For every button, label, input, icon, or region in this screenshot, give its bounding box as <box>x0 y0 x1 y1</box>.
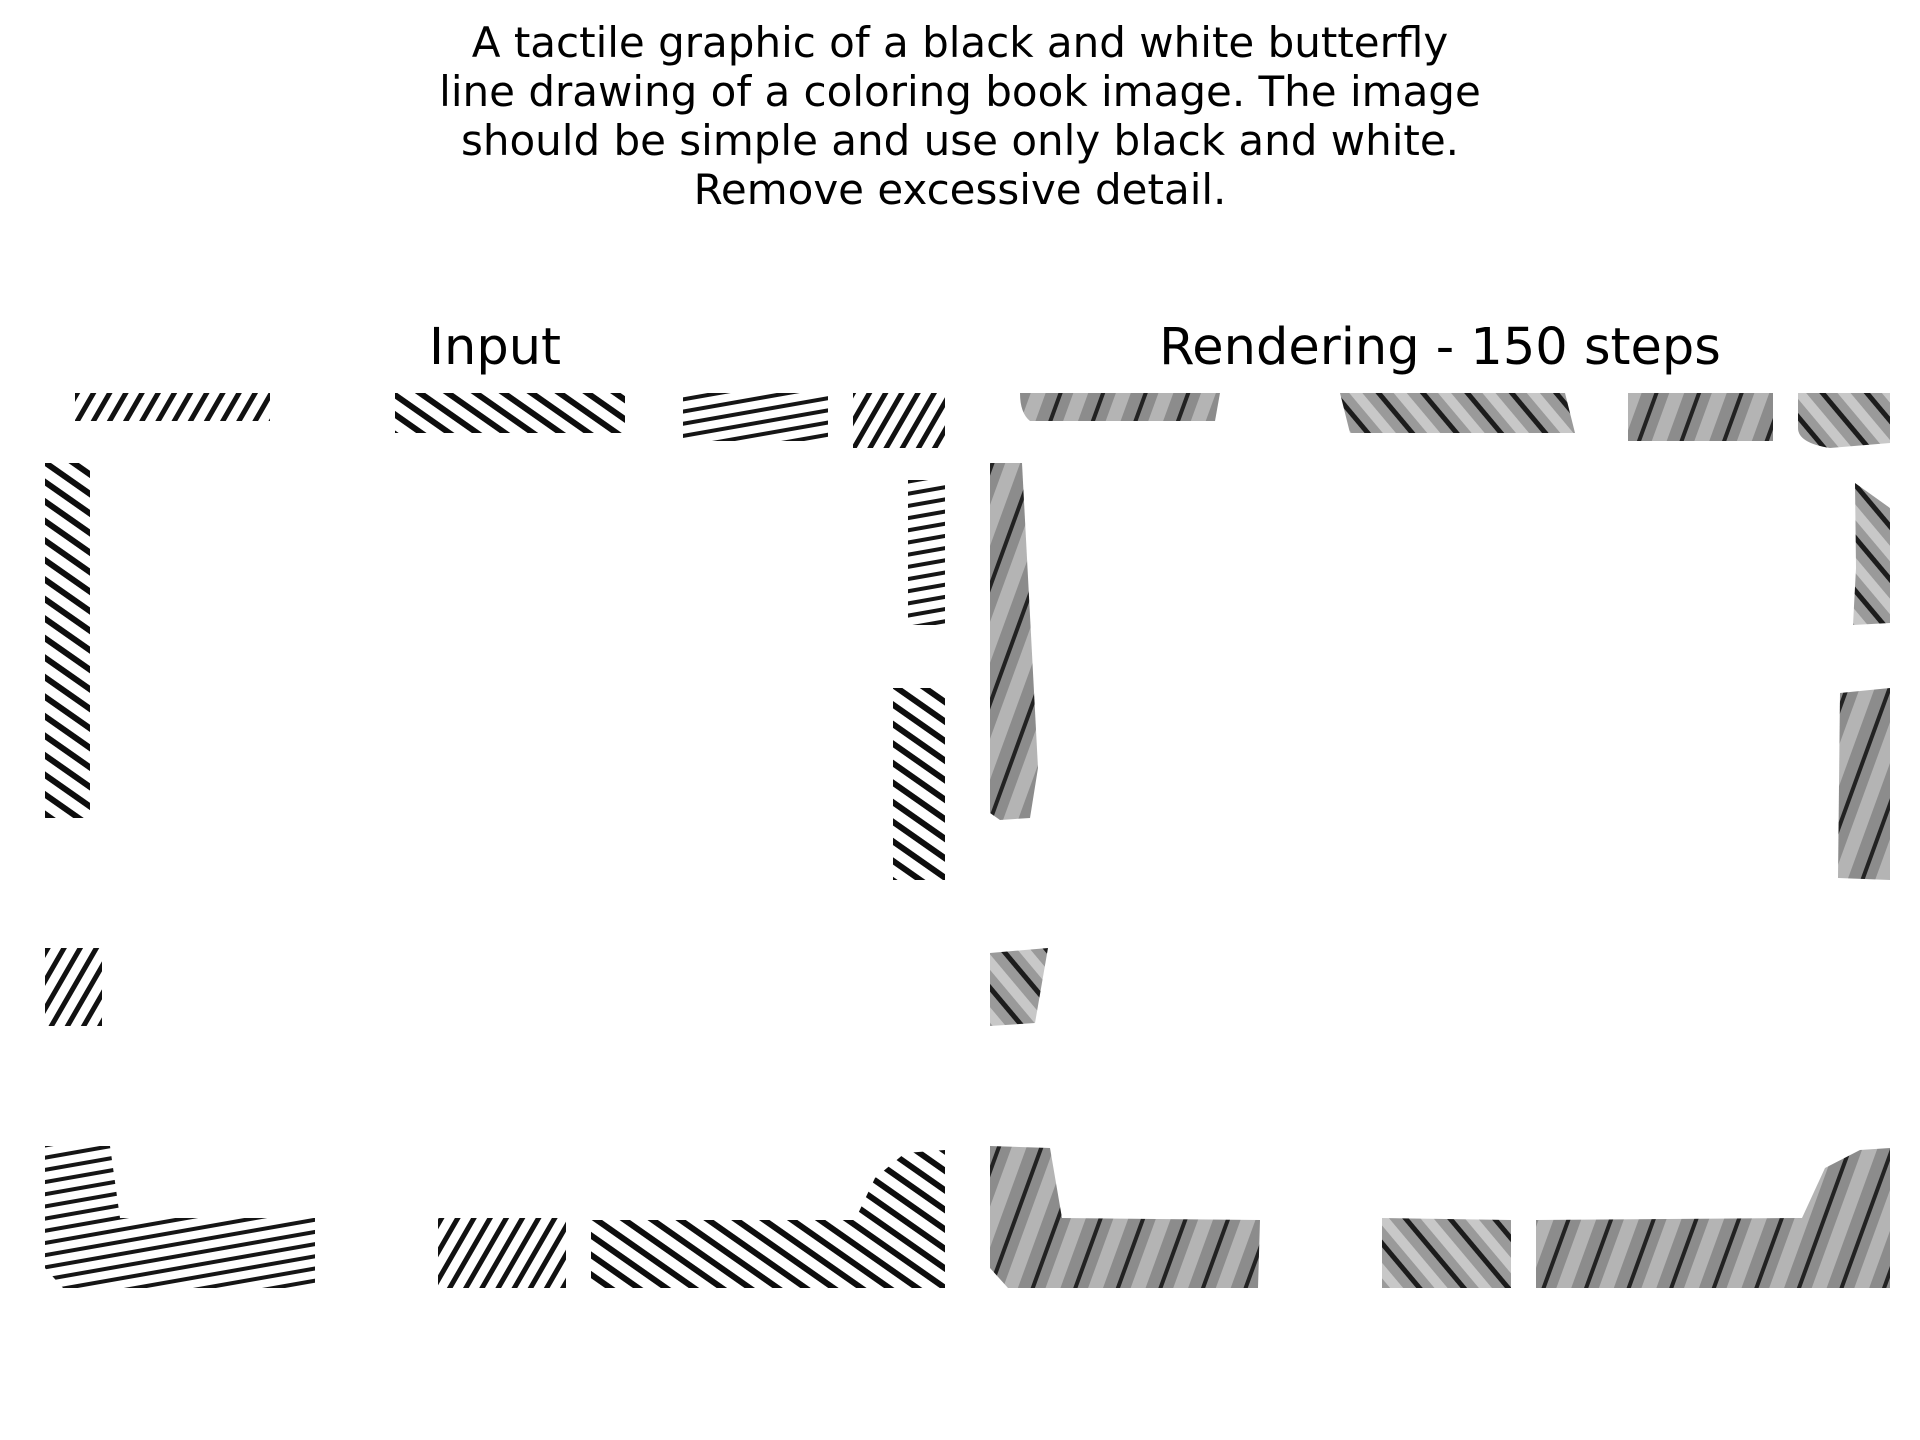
render-fragment-bottom-mid <box>1382 1218 1511 1288</box>
rendering-image-panel <box>990 388 1890 1293</box>
input-fragment-left-2 <box>45 948 102 1026</box>
render-fragment-top-1 <box>1020 393 1220 421</box>
input-panel-title: Input <box>428 318 562 377</box>
input-fragment-top-3 <box>683 393 828 441</box>
input-fragment-bottom-right <box>591 1150 945 1288</box>
rendering-image <box>990 393 1890 1288</box>
input-image <box>45 393 945 1288</box>
input-fragment-right-2 <box>893 688 945 880</box>
render-fragment-bottom-right <box>1536 1148 1890 1288</box>
figure-caption: A tactile graphic of a black and white b… <box>439 18 1481 214</box>
render-fragment-left-2 <box>990 948 1048 1026</box>
rendering-fragments <box>990 393 1890 1288</box>
input-fragment-top-2 <box>395 393 625 433</box>
input-fragment-top-4 <box>853 393 945 448</box>
render-fragment-right-2 <box>1838 688 1890 880</box>
render-fragment-bottom-left <box>990 1146 1260 1288</box>
render-fragment-right-1 <box>1853 483 1890 625</box>
render-fragment-top-2 <box>1340 393 1575 433</box>
render-fragment-top-4 <box>1798 393 1890 448</box>
input-fragment-left-1 <box>45 463 90 818</box>
rendering-panel-title: Rendering - 150 steps <box>1159 318 1721 377</box>
input-fragment-right-1 <box>908 480 945 625</box>
input-fragments <box>45 393 945 1288</box>
render-fragment-left-1 <box>990 463 1038 820</box>
render-fragment-top-3 <box>1628 393 1773 441</box>
input-fragment-top-1 <box>75 393 270 421</box>
input-image-panel <box>45 388 945 1293</box>
input-fragment-bottom-mid <box>438 1218 566 1288</box>
input-fragment-bottom-left <box>45 1146 315 1288</box>
